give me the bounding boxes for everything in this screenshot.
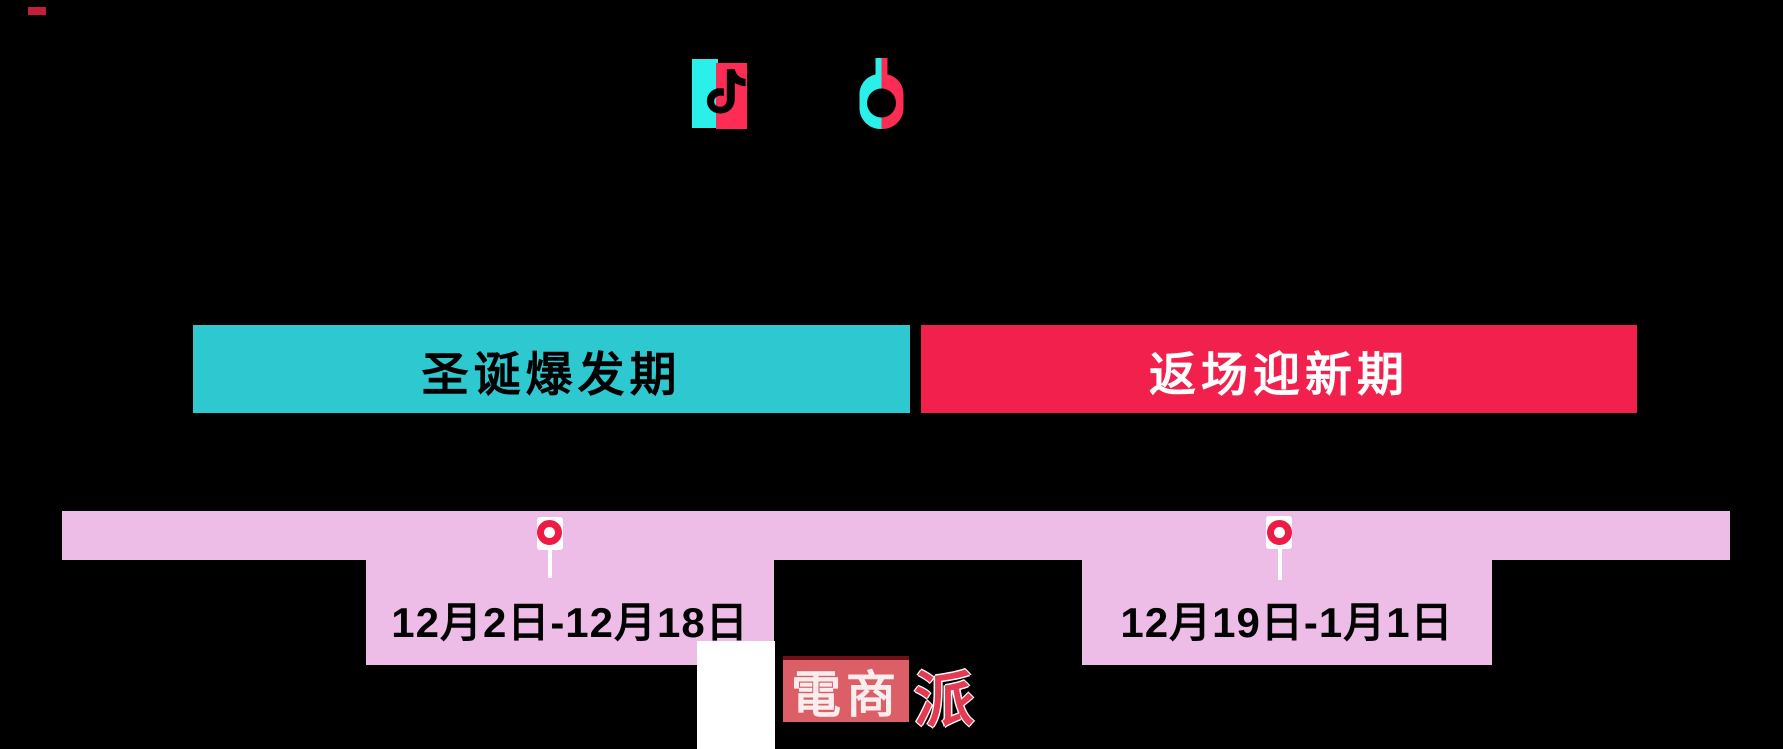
pin1-stem <box>548 546 552 578</box>
tiktok-note-icon <box>706 69 746 114</box>
phase-bar-christmas-label: 圣诞爆发期 <box>421 347 682 401</box>
phase-bar-newyear-label: 返场迎新期 <box>1149 347 1409 401</box>
watermark-box-text: 電商 <box>791 667 901 723</box>
watermark-suffix: 派 <box>914 668 974 734</box>
phase-bar-christmas: 圣诞爆发期 <box>193 325 910 413</box>
pin1-ring-icon <box>537 520 562 545</box>
tiktok-shop-bag-icon <box>859 58 904 129</box>
pin2-stem <box>1278 548 1282 580</box>
pin2-ring-icon <box>1267 520 1292 545</box>
phase-bar-newyear: 返场迎新期 <box>921 325 1637 413</box>
white-artifact-block <box>697 641 775 749</box>
timeline-band <box>62 511 1730 560</box>
date-box-christmas: 12月2日-12月18日 <box>366 560 774 665</box>
corner-artifact <box>28 7 46 15</box>
watermark-box: 電商 <box>783 656 909 723</box>
date-range-christmas: 12月2日-12月18日 <box>391 599 749 646</box>
date-range-newyear: 12月19日-1月1日 <box>1120 599 1454 646</box>
date-box-newyear: 12月19日-1月1日 <box>1082 560 1492 665</box>
